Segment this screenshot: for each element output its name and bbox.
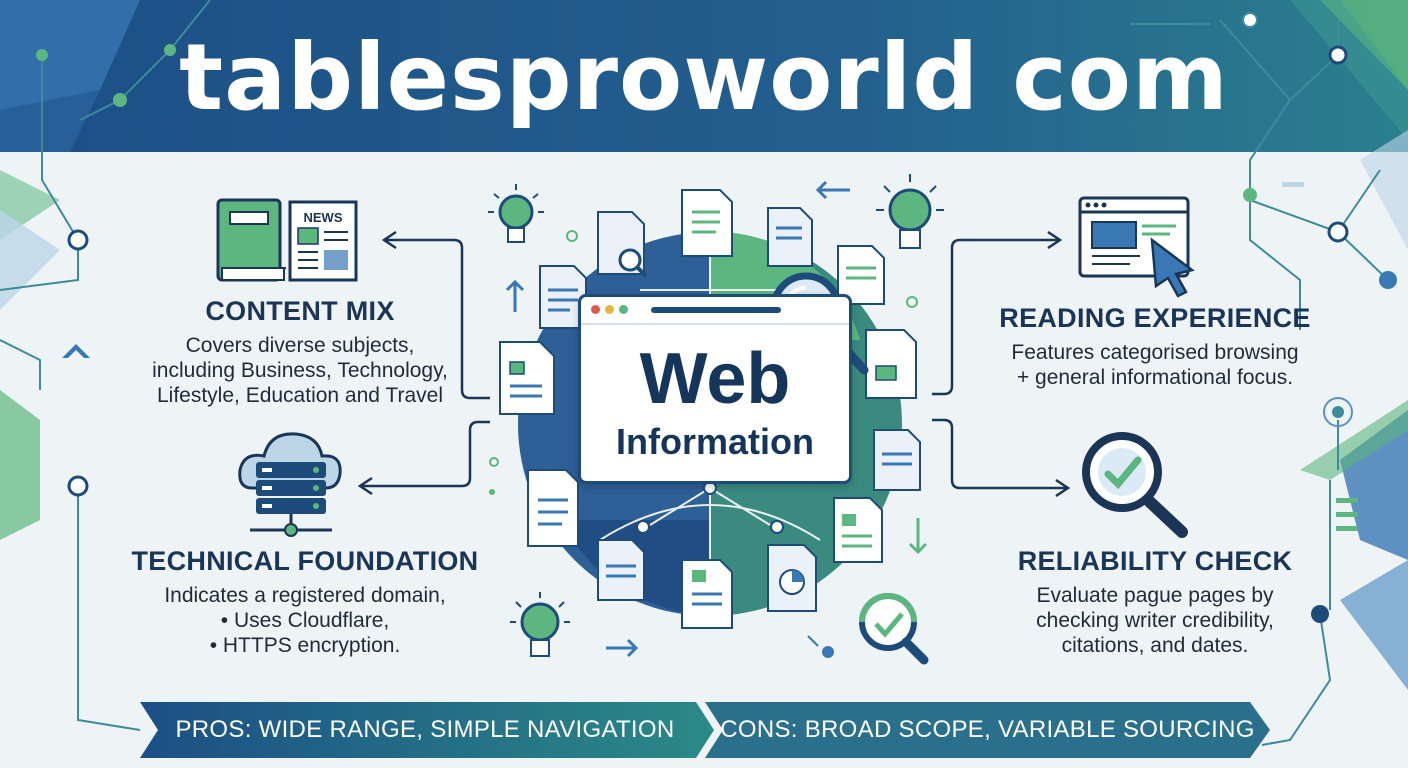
floating-documents (499, 189, 921, 629)
reading-experience-block: READING EXPERIENCE Features categorised … (960, 303, 1350, 390)
document-icon (681, 559, 733, 629)
document-icon (681, 189, 733, 257)
center-browser-window: Web Information (578, 294, 852, 484)
reliability-check-line: citations, and dates. (1061, 634, 1249, 657)
pie-chart-document-icon (767, 544, 817, 612)
side-decorations (0, 130, 1408, 690)
reliability-check-line: Evaluate pague pages by (1036, 584, 1274, 607)
network-lines (0, 0, 1389, 746)
technical-foundation-line: Indicates a registered domain, (164, 584, 446, 607)
center-title-information: Information (616, 421, 814, 462)
content-mix-heading: CONTENT MIX (205, 296, 395, 326)
content-mix-line: Covers diverse subjects, (185, 334, 415, 357)
lightbulb-icon (488, 184, 544, 243)
technical-foundation-heading: TECHNICAL FOUNDATION (131, 546, 479, 576)
document-icon (499, 341, 555, 415)
cloud-server-icon (238, 432, 342, 537)
accent-arrows (489, 180, 928, 658)
document-icon (767, 207, 813, 267)
check-magnifier-icon (859, 593, 929, 665)
document-icon (527, 469, 579, 547)
reliability-check-block: RELIABILITY CHECK Evaluate pague pages b… (960, 546, 1350, 658)
window-title-bar (581, 297, 849, 325)
network-nodes (36, 12, 1397, 623)
page-title: tablesproworld com (179, 24, 1229, 131)
header-band (0, 0, 1408, 152)
cons-banner: CONS: BROAD SCOPE, VARIABLE SOURCING (720, 716, 1255, 743)
window-dot (619, 305, 628, 314)
pros-banner: PROS: WIDE RANGE, SIMPLE NAVIGATION (175, 716, 675, 743)
reading-experience-heading: READING EXPERIENCE (999, 303, 1311, 333)
technical-foundation-line: • Uses Cloudflare, (220, 609, 390, 632)
reading-experience-line: Features categorised browsing (1011, 341, 1299, 364)
center-title-web: Web (639, 339, 791, 419)
reliability-check-heading: RELIABILITY CHECK (1017, 546, 1293, 576)
content-mix-line: including Business, Technology, (152, 359, 448, 382)
book-newspaper-icon: NEWS (216, 198, 358, 282)
document-icon (597, 211, 648, 278)
reliability-magnifier-icon (1082, 432, 1188, 538)
connector-arrows (357, 230, 1071, 498)
content-mix-line: Lifestyle, Education and Travel (156, 384, 443, 407)
news-label: NEWS (304, 210, 343, 225)
lightbulb-icon (510, 592, 570, 657)
document-icon (865, 329, 917, 399)
bottom-banners (140, 702, 1270, 758)
document-icon (873, 429, 921, 491)
address-bar (651, 307, 781, 313)
content-mix-block: CONTENT MIX Covers diverse subjects, inc… (110, 296, 490, 408)
lightbulb-icon (876, 174, 944, 249)
technical-foundation-block: TECHNICAL FOUNDATION Indicates a registe… (110, 546, 500, 658)
window-dot (605, 305, 614, 314)
document-icon (597, 539, 645, 601)
document-icon (833, 497, 883, 563)
reading-experience-line: + general informational focus. (1016, 366, 1294, 389)
technical-foundation-line: • HTTPS encryption. (209, 634, 401, 657)
browser-cursor-icon (1078, 196, 1195, 298)
window-dot (591, 305, 600, 314)
reliability-check-line: checking writer credibility, (1036, 609, 1274, 632)
